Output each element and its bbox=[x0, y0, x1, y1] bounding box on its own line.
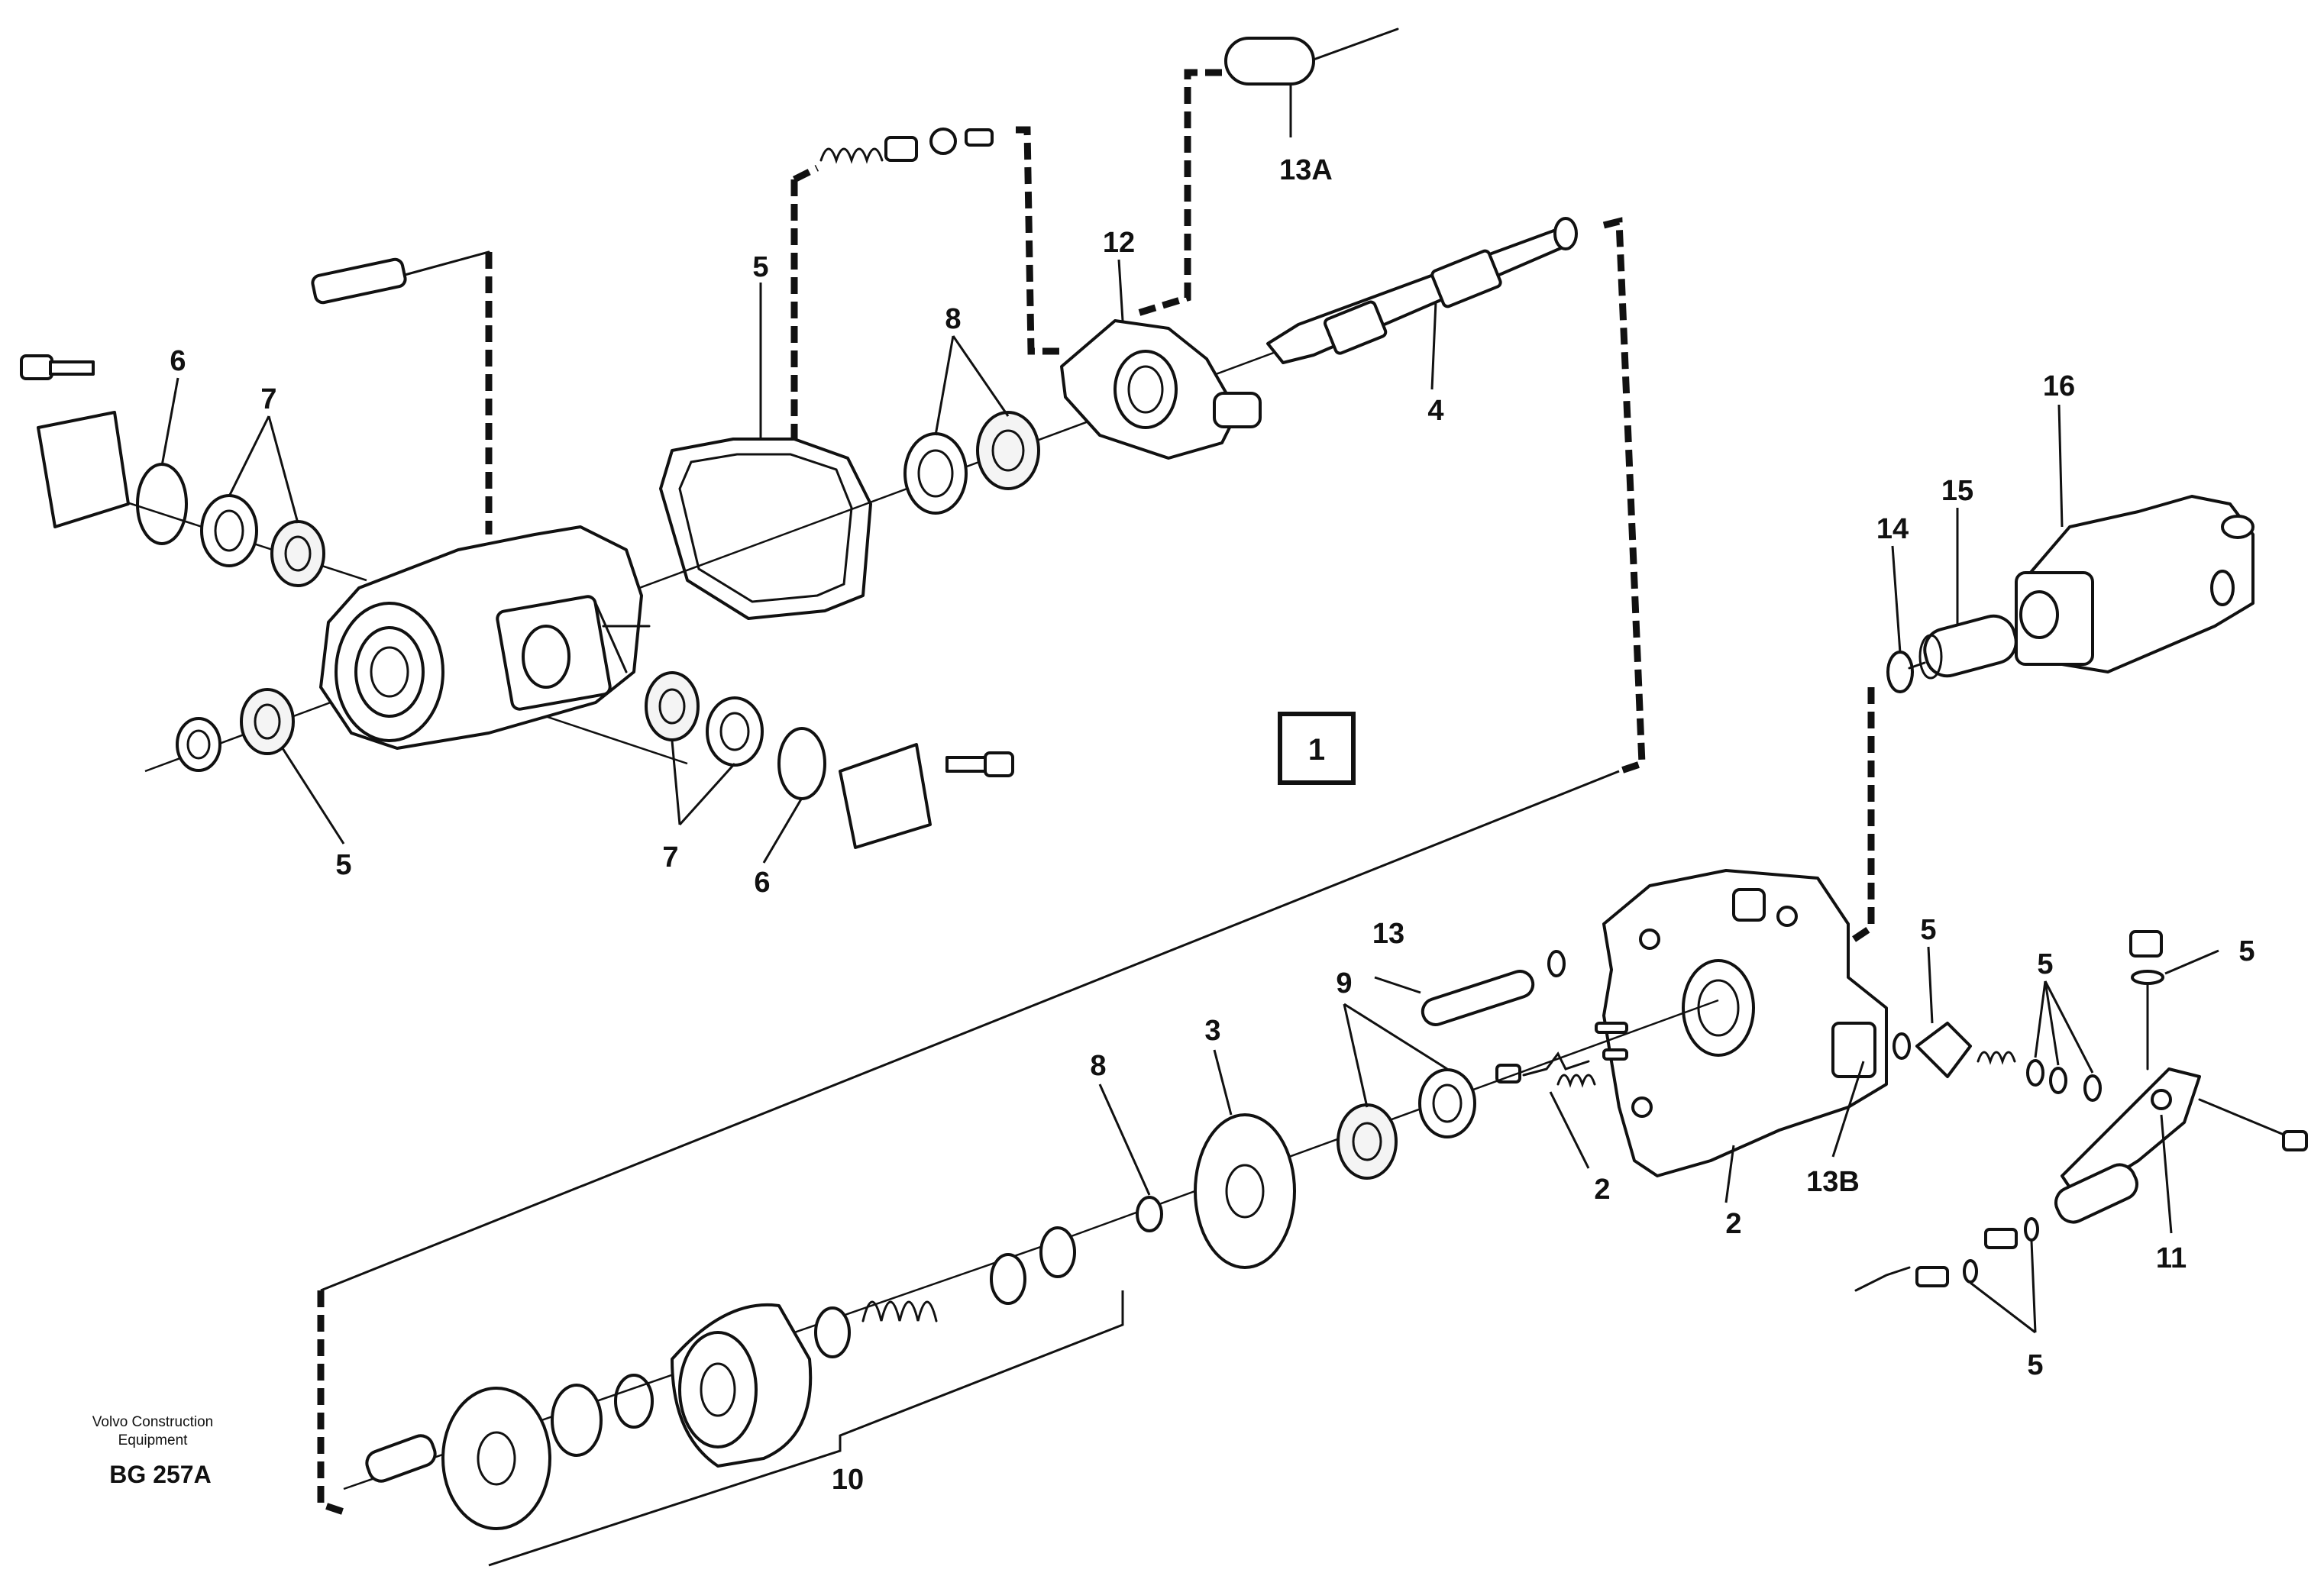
label-5-washer: 5 bbox=[2238, 935, 2255, 967]
bearing-pair-lower bbox=[645, 671, 764, 767]
seal-bearing-left bbox=[176, 688, 295, 772]
reference-box-label: 1 bbox=[1308, 733, 1325, 767]
label-9: 9 bbox=[1336, 967, 1352, 1000]
pin-13 bbox=[1421, 950, 1566, 1026]
label-5-screws: 5 bbox=[2027, 1349, 2043, 1381]
cap-screw-right bbox=[2129, 930, 2164, 1071]
label-7-lower: 7 bbox=[662, 841, 678, 874]
label-13A: 13A bbox=[1279, 154, 1333, 186]
ball-guide bbox=[614, 1374, 654, 1429]
label-13B: 13B bbox=[1806, 1166, 1860, 1198]
ring-b bbox=[990, 1253, 1026, 1305]
label-2-small: 2 bbox=[1594, 1174, 1610, 1206]
retainer-plate bbox=[441, 1387, 551, 1530]
label-15: 15 bbox=[1941, 475, 1973, 507]
reference-box: 1 bbox=[1278, 712, 1356, 785]
lower-middle-parts bbox=[1068, 999, 1719, 1269]
label-6-lower: 6 bbox=[754, 867, 770, 899]
label-5: 5 bbox=[335, 849, 351, 881]
circlip-lower bbox=[777, 727, 826, 800]
label-8: 8 bbox=[945, 303, 961, 335]
bearing-pair-left bbox=[200, 494, 325, 587]
piston-bolt bbox=[365, 1434, 437, 1483]
ring-a bbox=[814, 1306, 851, 1358]
valve-spring-top bbox=[819, 128, 994, 164]
lever-11 bbox=[2054, 1067, 2308, 1224]
label-3: 3 bbox=[1204, 1015, 1220, 1047]
drive-shaft bbox=[1266, 217, 1578, 364]
label-10: 10 bbox=[832, 1464, 864, 1496]
small-parts-2 bbox=[1495, 1022, 1628, 1088]
label-12: 12 bbox=[1103, 227, 1135, 259]
screw-lower bbox=[945, 751, 1014, 777]
footer: Volvo Construction Equipment BG 257A bbox=[92, 1414, 213, 1488]
rotating-group bbox=[343, 1226, 1124, 1567]
label-5-orings: 5 bbox=[2037, 948, 2053, 980]
bearing-9 bbox=[1337, 1103, 1398, 1180]
swash-block bbox=[1060, 319, 1262, 460]
gasket-upper bbox=[659, 438, 872, 620]
cover-plate-left bbox=[37, 411, 130, 528]
label-11: 11 bbox=[2156, 1242, 2187, 1274]
label-6: 6 bbox=[170, 345, 186, 377]
motor-16 bbox=[2015, 495, 2255, 673]
upper-assembly bbox=[20, 27, 1646, 849]
ring-8-lower bbox=[1136, 1196, 1163, 1232]
label-13: 13 bbox=[1372, 918, 1404, 950]
leader-lines bbox=[160, 86, 2219, 1334]
bearing-ring-9 bbox=[1418, 1068, 1476, 1138]
label-4: 4 bbox=[1427, 395, 1443, 427]
maker-line-2: Equipment bbox=[118, 1432, 189, 1448]
part-labels: 6 7 5 8 12 13A 4 5 7 6 16 15 14 13 9 3 8… bbox=[170, 154, 2255, 1496]
label-5-gasket: 5 bbox=[752, 251, 768, 283]
screws-bottom-right bbox=[1854, 1217, 2039, 1292]
pump-housing bbox=[319, 525, 651, 750]
label-2-plate: 2 bbox=[1725, 1208, 1741, 1240]
cylinder-block bbox=[671, 1303, 813, 1468]
sleeve-15 bbox=[1918, 614, 2018, 680]
part-13B bbox=[1892, 1022, 2102, 1102]
maker-line-1: Volvo Construction bbox=[92, 1414, 213, 1430]
right-upper-assembly bbox=[1846, 495, 2255, 946]
port-plate-3 bbox=[1194, 1113, 1296, 1269]
cover-plate-lower bbox=[839, 743, 932, 849]
ring-c bbox=[1039, 1226, 1076, 1278]
label-7: 7 bbox=[260, 383, 276, 415]
valve-plate-assembly bbox=[1421, 869, 2308, 1292]
spring bbox=[861, 1300, 938, 1322]
bolt-upper bbox=[311, 250, 490, 305]
label-8-lower: 8 bbox=[1090, 1050, 1106, 1082]
bearing-pair-8-upper bbox=[903, 411, 1040, 515]
screw-left bbox=[20, 354, 95, 380]
drawing-code: BG 257A bbox=[109, 1461, 211, 1488]
sleeve-13A bbox=[1224, 27, 1399, 86]
circlip-left bbox=[136, 463, 188, 545]
label-16: 16 bbox=[2043, 370, 2075, 402]
label-5-13B: 5 bbox=[1920, 914, 1936, 946]
ring-14 bbox=[1886, 651, 1914, 693]
label-14: 14 bbox=[1876, 513, 1909, 545]
sleeve-bushing bbox=[551, 1384, 603, 1457]
